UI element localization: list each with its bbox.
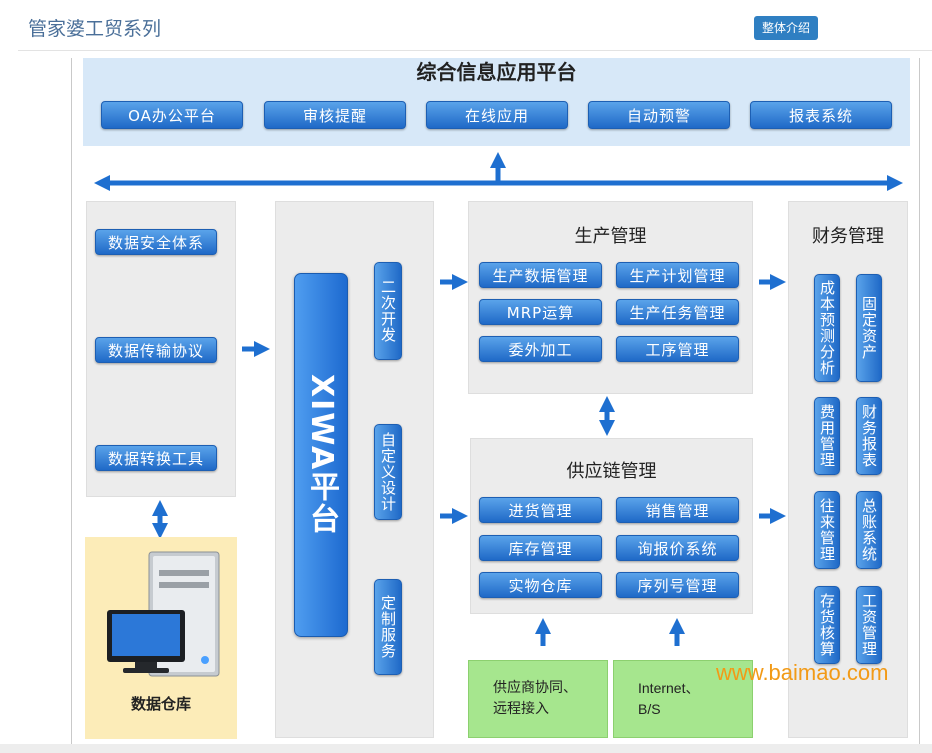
data-protocol-button[interactable]: 数据传输协议 <box>95 337 217 363</box>
data-convert-button[interactable]: 数据转换工具 <box>95 445 217 471</box>
outsource-button[interactable]: 委外加工 <box>479 336 602 362</box>
xiwa-platform-bar[interactable]: XIWA平台 <box>294 273 348 637</box>
ledger-button[interactable]: 总账系统 <box>856 491 882 569</box>
header-divider <box>18 50 932 51</box>
page-title: 管家婆工贸系列 <box>28 18 162 40</box>
warehouse-button[interactable]: 实物仓库 <box>479 572 602 598</box>
expense-button[interactable]: 费用管理 <box>814 397 840 475</box>
fixed-asset-button[interactable]: 固定资产 <box>856 274 882 382</box>
intro-button[interactable]: 整体介绍 <box>754 16 818 40</box>
salary-button[interactable]: 工资管理 <box>856 586 882 664</box>
inventory-button[interactable]: 库存管理 <box>479 535 602 561</box>
computer-icon <box>107 551 220 677</box>
report-system-button[interactable]: 报表系统 <box>750 101 892 129</box>
production-title: 生产管理 <box>574 226 647 247</box>
stock-accounting-button[interactable]: 存货核算 <box>814 586 840 664</box>
sales-button[interactable]: 销售管理 <box>616 497 739 523</box>
mrp-button[interactable]: MRP运算 <box>479 299 602 325</box>
xiwa-platform-label: XIWA平台 <box>304 374 339 536</box>
cost-forecast-button[interactable]: 成本预测分析 <box>814 274 840 382</box>
purchase-button[interactable]: 进货管理 <box>479 497 602 523</box>
warehouse-label: 数据仓库 <box>130 695 191 713</box>
frame-right-border <box>919 58 920 748</box>
data-security-button[interactable]: 数据安全体系 <box>95 229 217 255</box>
online-app-button[interactable]: 在线应用 <box>426 101 568 129</box>
supplier-access-box: 供应商协同、远程接入 <box>468 660 608 738</box>
production-task-button[interactable]: 生产任务管理 <box>616 299 739 325</box>
process-button[interactable]: 工序管理 <box>616 336 739 362</box>
production-plan-button[interactable]: 生产计划管理 <box>616 262 739 288</box>
secondary-dev-button[interactable]: 二次开发 <box>374 262 402 360</box>
frame-left-border <box>71 58 72 748</box>
financial-report-button[interactable]: 财务报表 <box>856 397 882 475</box>
watermark: www.baimao.com <box>716 660 889 685</box>
audit-reminder-button[interactable]: 审核提醒 <box>264 101 406 129</box>
supplier-access-label: 供应商协同、远程接入 <box>493 680 577 717</box>
custom-design-button[interactable]: 自定义设计 <box>374 424 402 520</box>
oa-platform-button[interactable]: OA办公平台 <box>101 101 243 129</box>
supply-title: 供应链管理 <box>566 461 657 482</box>
quotation-button[interactable]: 询报价系统 <box>616 535 739 561</box>
serial-button[interactable]: 序列号管理 <box>616 572 739 598</box>
finance-panel <box>788 201 908 738</box>
bottom-strip <box>0 744 932 753</box>
internet-box: Internet、B/S <box>613 660 753 738</box>
production-data-button[interactable]: 生产数据管理 <box>479 262 602 288</box>
internet-label: Internet、B/S <box>638 680 700 717</box>
custom-service-button[interactable]: 定制服务 <box>374 579 402 675</box>
account-button[interactable]: 往来管理 <box>814 491 840 569</box>
top-platform-title: 综合信息应用平台 <box>416 60 577 84</box>
auto-alert-button[interactable]: 自动预警 <box>588 101 730 129</box>
finance-title: 财务管理 <box>812 226 884 247</box>
